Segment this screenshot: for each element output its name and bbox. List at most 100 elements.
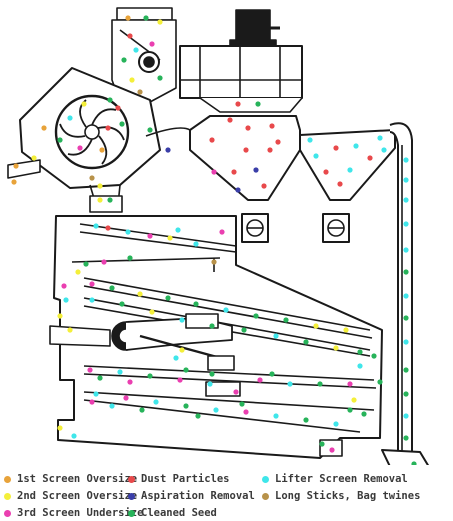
particle-cleaned [317,381,323,387]
particle-cleaned [147,373,153,379]
particle-cleaned [83,261,89,267]
legend-label: Dust Particles [141,473,230,485]
elevator-leg [389,122,413,457]
particle-dust [115,105,121,111]
particle-lifter [347,167,353,173]
particle-undersize3 [147,233,153,239]
particle-cleaned [303,417,309,423]
particle-undersize3 [243,409,249,415]
particle-dust [209,137,215,143]
particle-sticks [211,259,217,265]
particle-dust [227,117,233,123]
particle-undersize3 [347,381,353,387]
particle-cleaned [121,57,127,63]
particle-cleaned [319,441,325,447]
legend-swatch-oversize1 [4,475,11,483]
drive-icon [49,313,241,397]
particle-undersize3 [219,229,225,235]
particle-lifter [403,157,409,163]
particle-oversize1 [99,147,105,153]
particle-undersize3 [101,259,107,265]
particle-lifter [313,153,319,159]
particle-oversize2 [31,155,37,161]
particle-undersize3 [233,389,239,395]
particle-lifter [403,339,409,345]
legend-label: Long Sticks, Bag twines [275,490,421,502]
particle-dust [235,101,241,107]
particle-undersize3 [77,145,83,151]
particle-cleaned [403,269,409,275]
particle-cleaned [403,367,409,373]
particle-cleaned [255,101,261,107]
legend-swatch-undersize3 [4,509,11,517]
particle-lifter [93,391,99,397]
particle-oversize2 [333,345,339,351]
legend-item-aspiration: Aspiration Removal [128,488,255,504]
legend-label: Aspiration Removal [141,490,255,502]
particle-aspiration [165,147,171,153]
particle-lifter [287,381,293,387]
particle-cleaned [109,285,115,291]
legend-item-undersize3: 3rd Screen Undersize [4,505,143,521]
particle-lifter [273,333,279,339]
legend-swatch-dust [128,475,135,483]
particle-cleaned [119,301,125,307]
particle-dust [127,33,133,39]
particle-cleaned [165,295,171,301]
particle-lifter [377,135,383,141]
particle-lifter [67,115,73,121]
particle-oversize1 [125,15,131,21]
particle-oversize2 [67,327,73,333]
particle-cleaned [119,121,125,127]
particle-cleaned [357,349,363,355]
particle-dust [243,147,249,153]
particle-lifter [71,433,77,439]
particle-lifter [175,227,181,233]
legend-label: 3rd Screen Undersize [17,507,144,519]
particle-cleaned [403,391,409,397]
particle-oversize2 [343,327,349,333]
particle-lifter [403,197,409,203]
legend-swatch-aspiration [128,492,135,500]
legend-item-lifter: Lifter Screen Removal [262,471,408,487]
particle-cleaned [157,75,163,81]
particle-cleaned [403,435,409,441]
legend-label: 1st Screen Oversize [17,473,138,485]
legend-item-dust: Dust Particles [128,471,230,487]
particle-oversize2 [179,347,185,353]
particle-oversize2 [57,313,63,319]
particle-lifter [403,247,409,253]
side-tray [7,159,41,179]
particle-lifter [125,229,131,235]
legend-item-oversize1: 1st Screen Oversize [4,471,137,487]
particle-cleaned [139,407,145,413]
particle-lifter [403,413,409,419]
legend-swatch-cleaned [128,509,135,517]
particle-oversize1 [11,179,17,185]
particle-lifter [403,177,409,183]
particle-cleaned [303,339,309,345]
particle-lifter [333,421,339,427]
particle-oversize2 [137,291,143,297]
particle-dust [337,181,343,187]
settling-hoppers [145,115,396,201]
pulley-icon [138,51,160,73]
particle-undersize3 [177,377,183,383]
particle-dust [333,145,339,151]
particle-lifter [223,307,229,313]
particle-undersize3 [127,379,133,385]
particle-oversize2 [97,197,103,203]
legend-label: Lifter Screen Removal [275,473,408,485]
particle-aspiration [253,167,259,173]
particle-lifter [273,413,279,419]
particle-sticks [137,89,143,95]
particle-oversize1 [41,125,47,131]
particle-lifter [403,293,409,299]
particle-undersize3 [89,399,95,405]
particle-cleaned [107,97,113,103]
particle-cleaned [183,403,189,409]
particle-oversize2 [57,425,63,431]
airlock-valve-icon [241,213,350,243]
particle-lifter [133,47,139,53]
particle-cleaned [127,255,133,261]
